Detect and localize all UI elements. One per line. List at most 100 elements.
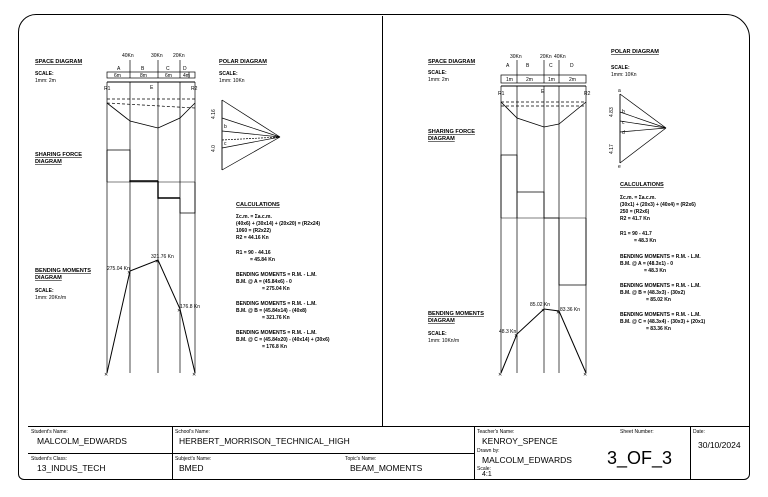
left-calc-line: 1060 = (R2x22) <box>236 228 271 234</box>
left-calc-line: = 321.76 Kn <box>262 315 290 321</box>
right-calc-line: B.M. @ B = (48.3x3) - (30x2) <box>620 290 685 296</box>
left-polar-c: c <box>224 141 227 147</box>
left-bm-scale-value: 1mm: 20Kn/m <box>35 295 66 301</box>
left-len-3: 6m <box>165 73 172 79</box>
right-load-1: 30Kn <box>510 54 522 60</box>
left-polar-scale-value: 1mm: 10Kn <box>219 78 245 84</box>
left-polar-dim-1: 4.16 <box>211 109 217 119</box>
left-calc-line: B.M. @ A = (45.84x6) - 0 <box>236 279 292 285</box>
right-calc-line: = 85.02 Kn <box>646 297 671 303</box>
left-polar-scale-label: SCALE: <box>219 71 238 77</box>
right-calc-line: Σc.m. = Σa.c.m. <box>620 195 656 201</box>
title-block: Student's Name: MALCOLM_EDWARDS Student'… <box>28 426 750 480</box>
left-letter-b: B <box>141 66 145 72</box>
right-letter-c: C <box>549 63 553 69</box>
right-calc-line: = 83.36 Kn <box>646 326 671 332</box>
school-name: HERBERT_MORRISON_TECHNICAL_HIGH <box>179 436 350 446</box>
svg-text:✕: ✕ <box>177 308 181 314</box>
scale-value: 4:1 <box>482 471 492 478</box>
svg-text:✕: ✕ <box>104 372 108 378</box>
left-bm-scale-label: SCALE: <box>35 288 54 294</box>
right-space-scale-value: 1mm: 2m <box>428 77 449 83</box>
right-polar-c: c <box>622 120 625 126</box>
left-len-1: 6m <box>114 73 121 79</box>
left-bm-label-c: 176.8 Kn <box>180 304 200 310</box>
right-len-4: 2m <box>569 77 576 83</box>
right-load-2: 20Kn <box>540 54 552 60</box>
left-len-4: 4m <box>183 73 190 79</box>
left-bm-label-a: 275.04 Kn <box>107 266 130 272</box>
svg-text:✕: ✕ <box>155 259 159 265</box>
right-polar-e: e <box>618 164 621 170</box>
left-space-scale-label: SCALE: <box>35 71 54 77</box>
right-bm-label-a: 48.3 Kn <box>499 329 516 335</box>
left-letter-c: C <box>166 66 170 72</box>
left-calc-line: = 45.84 Kn <box>250 257 275 263</box>
right-calc-line: BENDING MOMENTS = R.M. - L.M. <box>620 312 701 318</box>
right-e-label: E <box>541 89 545 95</box>
right-calc-line: B.M. @ C = (48.3x4) - (30x3) + (20x1) <box>620 319 706 325</box>
drawn-by: MALCOLM_EDWARDS <box>482 455 572 465</box>
left-space-title: SPACE DIAGRAM <box>35 59 82 65</box>
right-bm-scale-value: 1mm: 10Kn/m <box>428 338 459 344</box>
left-load-2: 30Kn <box>151 53 163 59</box>
left-calc-line: = 275.04 Kn <box>262 286 290 292</box>
left-polar-title: POLAR DIAGRAM <box>219 59 267 65</box>
right-bm-title-1: BENDING MOMENTS <box>428 311 484 317</box>
left-calc-line: Σc.m. = Σa.c.m. <box>236 214 272 220</box>
scale-label: Scale: <box>477 466 491 472</box>
right-polar-d: d <box>622 130 625 136</box>
sheet-number: 3_OF_3 <box>607 448 673 468</box>
svg-text:✕: ✕ <box>127 270 131 276</box>
title-block-mid-rule <box>28 453 474 454</box>
right-calc-line: 250 = (R2x6) <box>620 209 650 215</box>
left-e-label: E <box>150 85 154 91</box>
student-class: 13_INDUS_TECH <box>37 463 106 473</box>
right-load-3: 40Kn <box>554 54 566 60</box>
student-class-label: Student's Class: <box>31 456 67 462</box>
drawing-sheet-border <box>18 14 750 480</box>
left-bm-title-1: BENDING MOMENTS <box>35 268 91 274</box>
right-space-diagram: SPACE DIAGRAM SCALE: 1mm: 2m 30Kn 20Kn 4… <box>428 54 591 373</box>
right-bm-label-c: 83.36 Kn <box>560 307 580 313</box>
student-name: MALCOLM_EDWARDS <box>37 436 127 446</box>
svg-text:✕: ✕ <box>541 308 545 314</box>
teacher-label: Teacher's Name: <box>477 429 515 435</box>
right-space-title: SPACE DIAGRAM <box>428 59 475 65</box>
title-block-top-rule <box>28 426 750 427</box>
right-bm-title-2: DIAGRAM <box>428 318 455 324</box>
right-calc-line: (30x1) + (20x3) + (40x4) = (R2x6) <box>620 202 696 208</box>
right-calc-line: R2 = 41.7 Kn <box>620 216 650 222</box>
topic-name: BEAM_MOMENTS <box>350 463 423 473</box>
right-len-2: 2m <box>526 77 533 83</box>
school-label: School's Name: <box>175 429 210 435</box>
left-calc-line: = 176.8 Kn <box>262 344 287 350</box>
left-shear-force-diagram: SHARING FORCE DIAGRAM <box>35 149 196 214</box>
left-bm-title-2: DIAGRAM <box>35 275 62 281</box>
right-bm-scale-label: SCALE: <box>428 331 447 337</box>
left-bm-label-b: 321.76 Kn <box>151 254 174 260</box>
left-letter-d: D <box>183 66 187 72</box>
left-calc-line: BENDING MOMENTS = R.M. - L.M. <box>236 330 317 336</box>
right-polar-b: b <box>622 109 625 115</box>
left-calc-line: BENDING MOMENTS = R.M. - L.M. <box>236 272 317 278</box>
left-polar-dim-2: 4.0 <box>211 145 217 152</box>
student-name-label: Student's Name: <box>31 429 68 435</box>
right-shear-force-diagram: SHARING FORCE DIAGRAM <box>428 129 587 286</box>
right-calc-line: = 48.3 Kn <box>644 268 666 274</box>
left-polar-b: b <box>224 124 227 130</box>
right-letter-d: D <box>570 63 574 69</box>
left-calc-line: (40x6) + (30x14) + (20x20) = (R2x24) <box>236 221 320 227</box>
right-space-scale-label: SCALE: <box>428 70 447 76</box>
right-polar-title: POLAR DIAGRAM <box>611 49 659 55</box>
left-sf-title-1: SHARING FORCE <box>35 152 82 158</box>
right-calc-line: BENDING MOMENTS = R.M. - L.M. <box>620 254 701 260</box>
left-calc-line: BENDING MOMENTS = R.M. - L.M. <box>236 301 317 307</box>
left-load-3: 20Kn <box>173 53 185 59</box>
right-sf-title-2: DIAGRAM <box>428 136 455 142</box>
subject-name: BMED <box>179 463 204 473</box>
left-sf-title-2: DIAGRAM <box>35 159 62 165</box>
left-r2: R2 <box>191 86 198 92</box>
right-letter-a: A <box>506 63 510 69</box>
